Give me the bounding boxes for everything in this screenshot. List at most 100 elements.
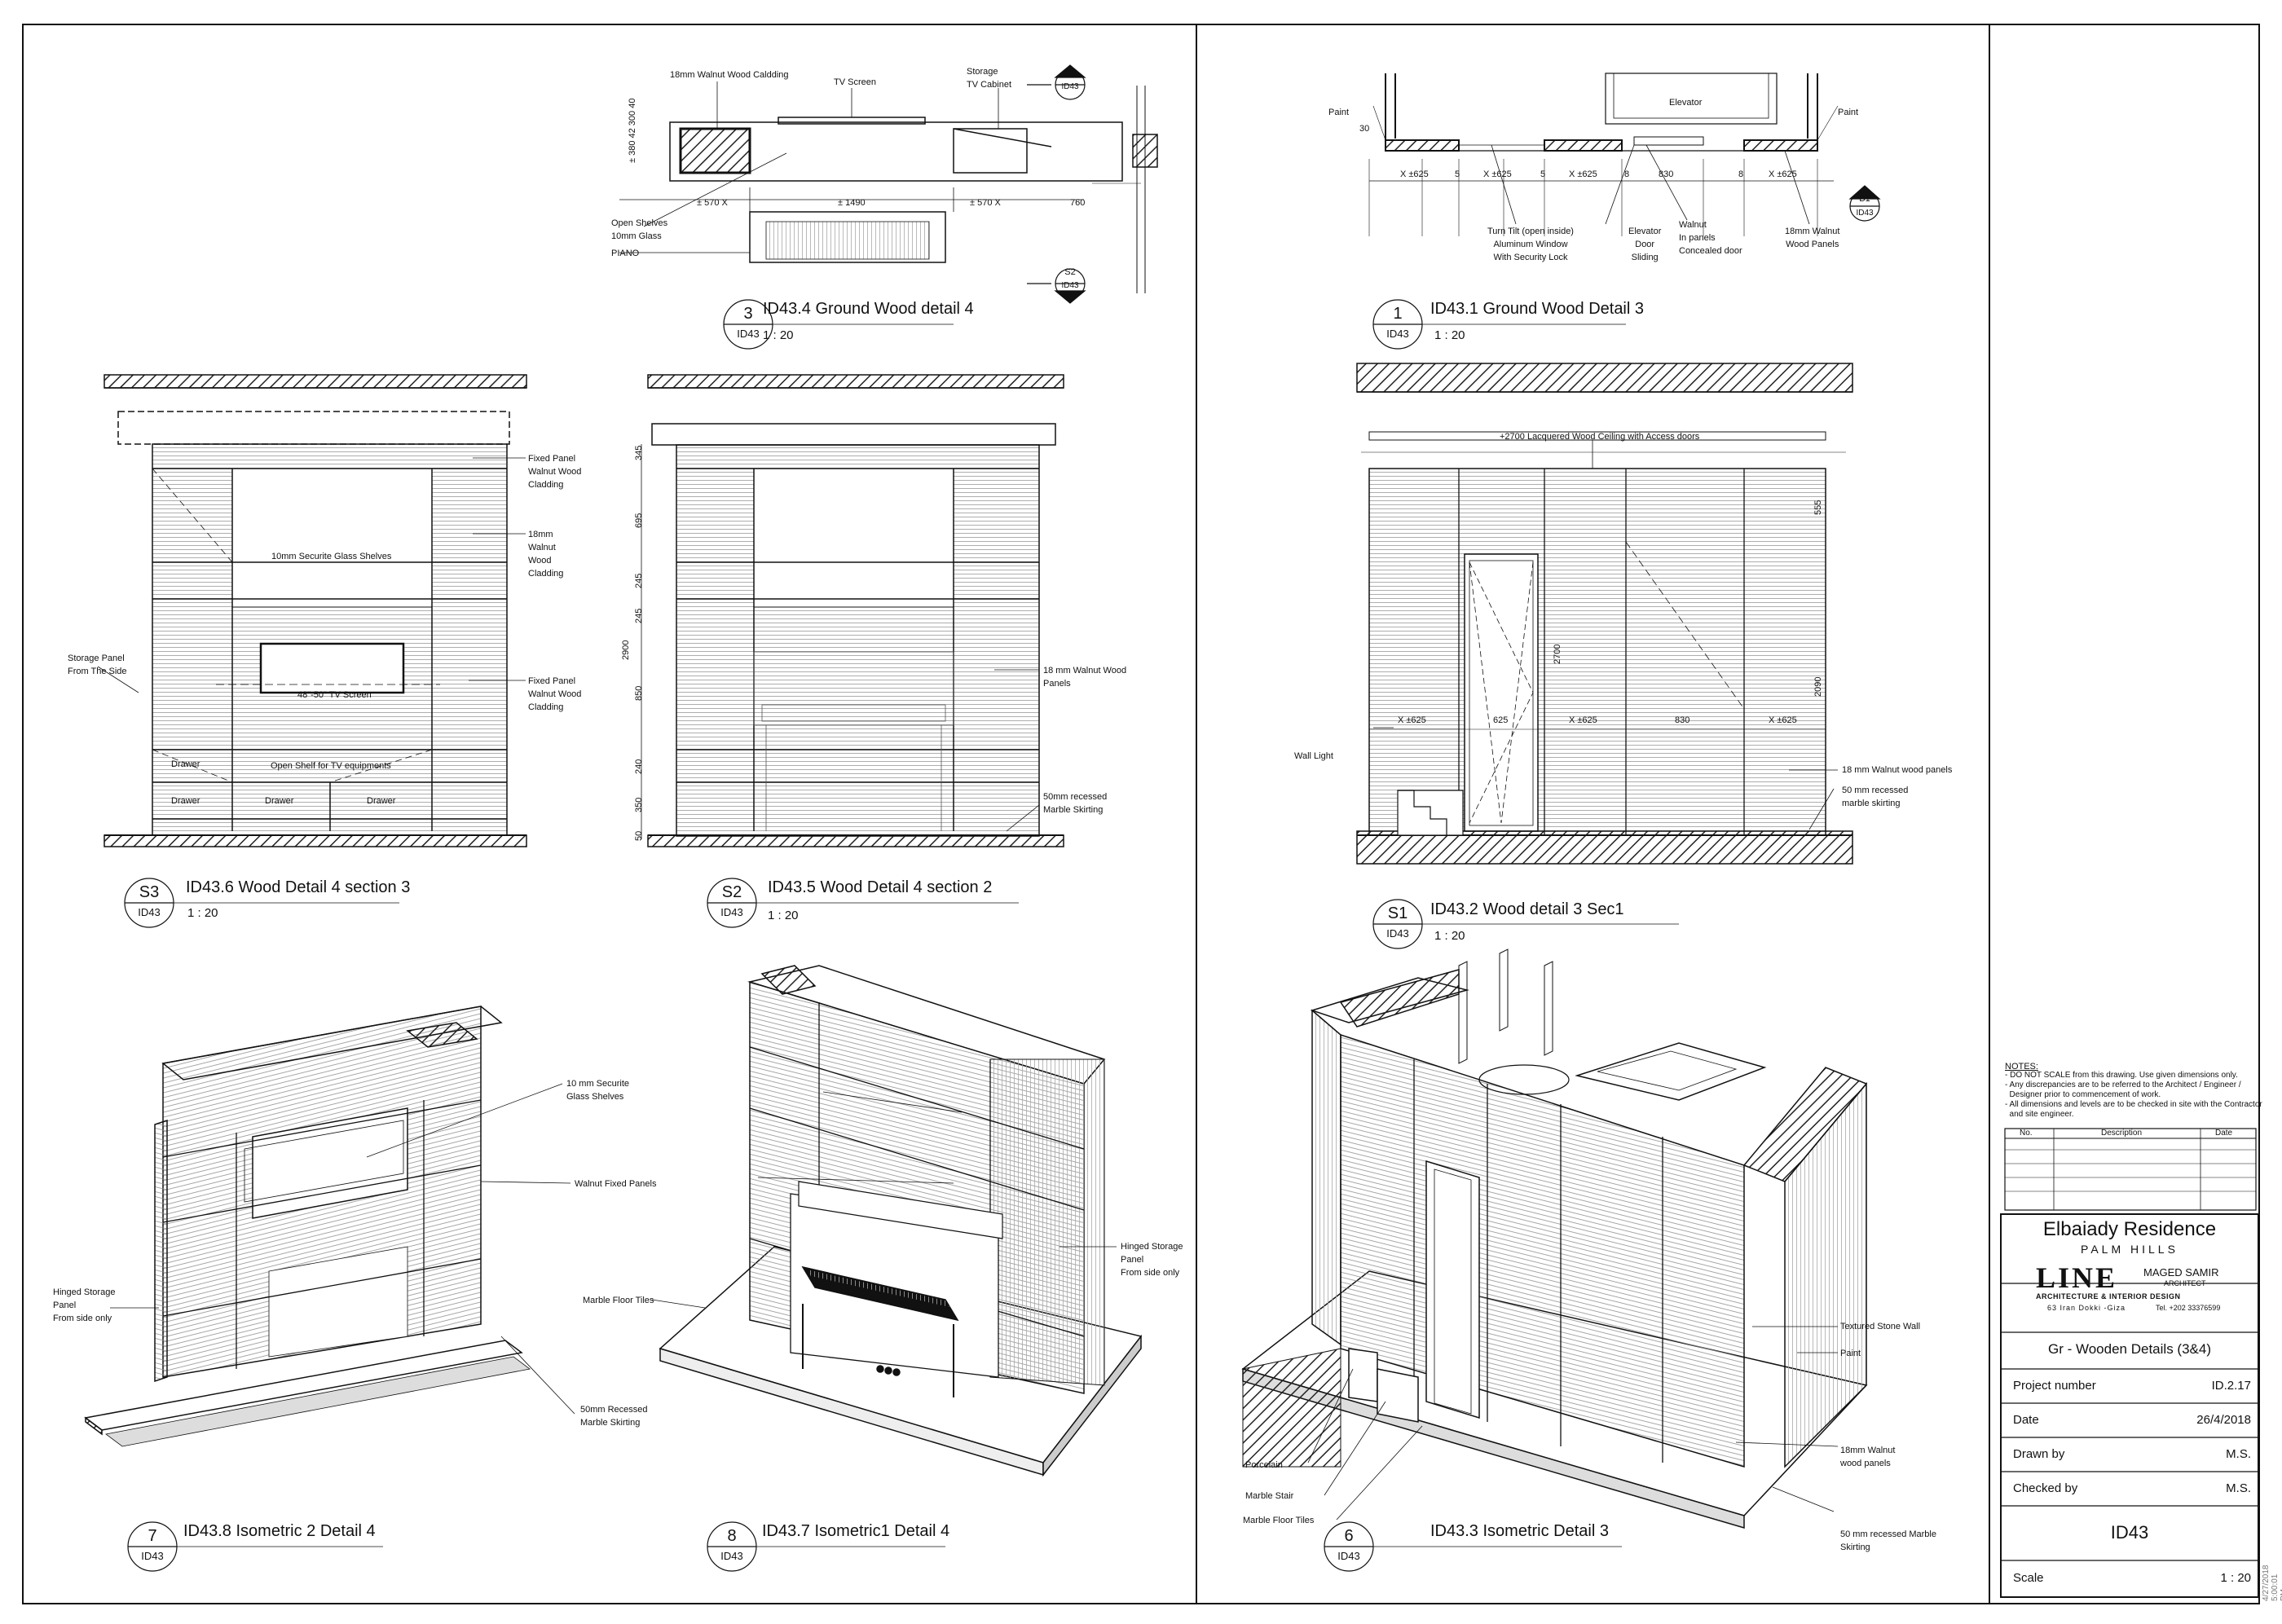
label-piano: PIANO — [611, 249, 640, 258]
label-fixed-panel-top: Fixed Panel Walnut Wood Cladding — [528, 454, 582, 490]
bubble-number-6: 6 — [1344, 1527, 1354, 1545]
view-scale-s2: 1 : 20 — [768, 909, 799, 922]
marker-b1-text: B1 — [1859, 194, 1870, 204]
label-window: Turn Tilt (open inside) Aluminum Window … — [1487, 227, 1574, 262]
dim-x625-2: X ±625 — [1483, 169, 1512, 179]
drawn-by-label: Drawn by — [2013, 1447, 2065, 1461]
label-wall-light: Wall Light — [1294, 751, 1333, 761]
label-iso7-fixed: Walnut Fixed Panels — [575, 1179, 657, 1189]
label-iso6-stair: Marble Stair — [1245, 1491, 1294, 1501]
firm-address: 63 Iran Dokki -Giza — [2047, 1304, 2126, 1312]
dim-8-a: 8 — [1624, 169, 1630, 179]
label-iso6-porcelain: Porcelain — [1245, 1460, 1283, 1470]
sheet-name: Gr - Wooden Details (3&4) — [2048, 1341, 2211, 1357]
view-scale-s1: 1 : 20 — [1434, 929, 1465, 943]
dim-245-b: 245 — [634, 608, 644, 623]
dim-570-right: ± 570 X — [970, 198, 1001, 208]
dim-s1-x625-3: X ±625 — [1769, 715, 1797, 725]
bubble-number-s3: S3 — [139, 883, 160, 901]
marker-s3-text: S3 — [1064, 68, 1076, 78]
dim-s1-555: 555 — [1813, 500, 1823, 515]
sheet-number: ID43 — [2110, 1522, 2149, 1543]
dim-vertical-stack: ± 380 42 300 40 — [628, 98, 637, 163]
notes-heading: NOTES: — [2005, 1062, 2038, 1072]
label-storage-panel-side: Storage Panel From The Side — [68, 654, 127, 676]
label-walnut-in-panels: Walnut In panels Concealed door — [1679, 220, 1742, 256]
print-stamp: 4/27/2018 5:00:01 PM — [2262, 1565, 2282, 1602]
plan-detail-4 — [619, 81, 1158, 293]
dim-s1-830: 830 — [1675, 715, 1690, 725]
dim-695: 695 — [634, 513, 644, 528]
date-value: 26/4/2018 — [2196, 1413, 2251, 1427]
date-label: Date — [2013, 1413, 2039, 1427]
bubble-number-3: 3 — [743, 305, 753, 323]
isometric-1-detail-4 — [651, 965, 1143, 1477]
label-storage-cabinet: Storage TV Cabinet — [967, 67, 1012, 90]
label-tv-screen: TV Screen — [834, 77, 876, 87]
bubble-number-s2: S2 — [721, 883, 742, 901]
marker-s3-sheet: ID43 — [1061, 82, 1079, 91]
bubble-sheet-s2: ID43 — [720, 906, 743, 918]
view-scale-3: 1 : 20 — [763, 328, 794, 342]
checked-by-value: M.S. — [2226, 1481, 2251, 1495]
label-paint-right: Paint — [1838, 108, 1859, 117]
section-s2 — [641, 374, 1064, 847]
dim-x625-1: X ±625 — [1400, 169, 1429, 179]
dim-s1-2700: 2700 — [1553, 644, 1562, 664]
dim-x625-4: X ±625 — [1769, 169, 1797, 179]
dim-30: 30 — [1359, 124, 1370, 134]
dim-x625-3: X ±625 — [1569, 169, 1597, 179]
label-iso8-tiles: Marble Floor Tiles — [583, 1296, 654, 1305]
dim-240: 240 — [634, 759, 644, 774]
revision-header-no: No. — [2020, 1129, 2033, 1138]
label-iso6-panels: 18mm Walnut wood panels — [1840, 1446, 1896, 1468]
dim-2900: 2900 — [621, 640, 631, 660]
label-iso7-skirting: 50mm Recessed Marble Skirting — [580, 1405, 648, 1428]
scale-label: Scale — [2013, 1571, 2044, 1585]
dim-345: 345 — [634, 445, 644, 460]
bubble-number-s1: S1 — [1387, 904, 1408, 922]
architect-role: ARCHITECT — [2164, 1279, 2206, 1287]
marker-s2-sheet: ID43 — [1061, 281, 1079, 290]
view-title-s1: ID43.2 Wood detail 3 Sec1 — [1430, 900, 1624, 918]
checked-by-label: Checked by — [2013, 1481, 2078, 1495]
revision-header-description: Description — [2101, 1129, 2143, 1138]
section-s1 — [1356, 363, 1853, 865]
view-scale-s3: 1 : 20 — [187, 906, 218, 920]
label-glass-shelves: 10mm Securite Glass Shelves — [271, 552, 392, 561]
bubble-sheet-7: ID43 — [141, 1550, 164, 1562]
label-iso6-skirting: 50 mm recessed Marble Skirting — [1840, 1529, 1936, 1552]
title-block-frame — [2000, 1128, 2259, 1598]
dim-850: 850 — [634, 685, 644, 701]
project-name: Elbaiady Residence — [2042, 1218, 2217, 1240]
isometric-detail-3 — [1241, 948, 1868, 1529]
notes-text: - DO NOT SCALE from this drawing. Use gi… — [2005, 1071, 2262, 1119]
bubble-number-7: 7 — [148, 1527, 157, 1545]
dim-1490: ± 1490 — [838, 198, 866, 208]
label-marble-skirting-s1: 50 mm recessed marble skirting — [1842, 786, 1909, 808]
label-elevator: Elevator — [1669, 98, 1703, 108]
label-iso7-glass: 10 mm Securite Glass Shelves — [566, 1079, 630, 1102]
sheet-frame — [22, 24, 2260, 1604]
bubble-sheet-1: ID43 — [1386, 328, 1409, 340]
section-s3 — [97, 374, 527, 847]
bubble-sheet-3: ID43 — [737, 328, 760, 340]
elevation-marker-b1 — [1848, 185, 1881, 222]
bubble-number-8: 8 — [727, 1527, 737, 1545]
dim-760: 760 — [1070, 198, 1086, 208]
section-marker-s2 — [1027, 268, 1086, 304]
label-lacquered-ceiling: +2700 Lacquered Wood Ceiling with Access… — [1500, 432, 1700, 442]
architect-name: MAGED SAMIR — [2143, 1266, 2219, 1279]
dim-s1-625: 625 — [1493, 715, 1509, 725]
view-title-1: ID43.1 Ground Wood Detail 3 — [1430, 300, 1645, 318]
bubble-sheet-8: ID43 — [720, 1550, 743, 1562]
label-18mm-wood-panels: 18 mm Walnut Wood Panels — [1043, 666, 1127, 689]
label-iso6-stone: Textured Stone Wall — [1840, 1322, 1921, 1331]
bubble-number-1: 1 — [1393, 305, 1403, 323]
label-18mm-wood-panels-s1: 18 mm Walnut wood panels — [1842, 765, 1953, 775]
scale-value: 1 : 20 — [2220, 1571, 2251, 1585]
label-iso6-tiles: Marble Floor Tiles — [1243, 1516, 1315, 1525]
label-open-shelf-tv: Open Shelf for TV equipments — [271, 761, 391, 771]
label-iso8-hinged: Hinged Storage Panel From side only — [1121, 1242, 1183, 1278]
view-title-s3: ID43.6 Wood Detail 4 section 3 — [186, 878, 411, 896]
